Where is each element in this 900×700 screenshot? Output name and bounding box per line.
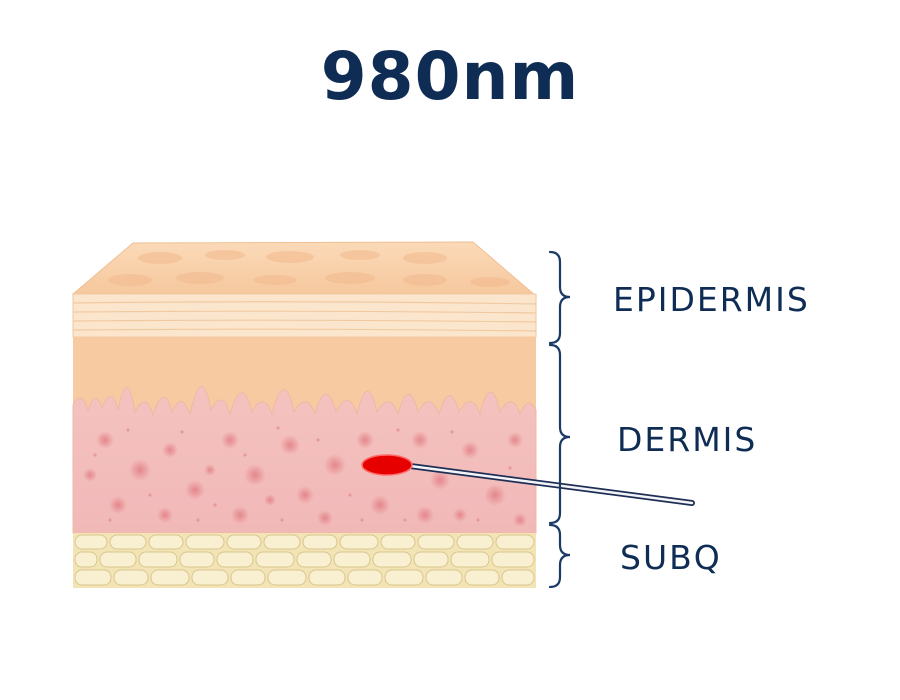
laser-target-spot [361, 454, 413, 476]
subq-bracket [548, 523, 571, 589]
layer-brackets [548, 250, 571, 589]
surface-texture [108, 250, 510, 287]
laser-fiber [392, 461, 695, 506]
epidermis-bracket [548, 250, 571, 345]
epidermis-top-surface [71, 241, 538, 297]
dermis-spots [83, 431, 527, 527]
subq-label: SUBQ [620, 538, 722, 577]
dermis-bracket [548, 343, 571, 525]
dermis-label: DERMIS [617, 420, 758, 459]
epidermis-label: EPIDERMIS [613, 280, 810, 319]
page-title: 980nm [320, 38, 580, 115]
dermis-dots [93, 426, 512, 522]
subq-fat-layer [73, 533, 536, 588]
stratum-lines [72, 301, 537, 332]
